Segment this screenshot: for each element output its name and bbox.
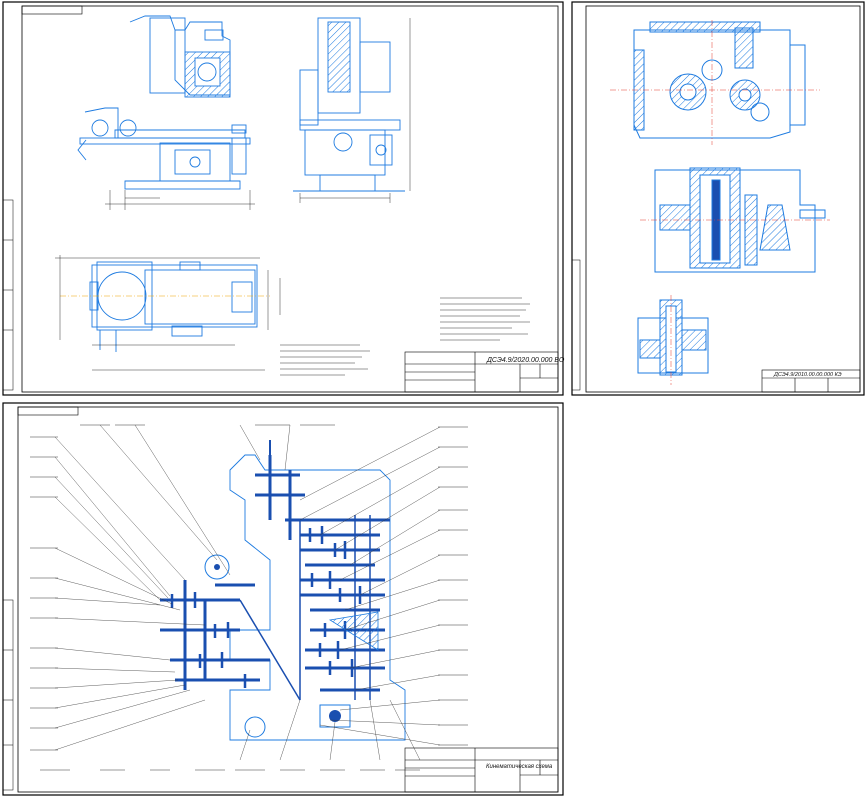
assembly-sheet-code: ДСЭ4.9/2020.00.000 ВО: [487, 357, 565, 364]
sheet-assembly: [2, 1, 564, 396]
title-block-assembly: [404, 351, 559, 393]
title-block-kinematic: [404, 747, 559, 793]
gearbox-section-a: [654, 167, 826, 273]
side-view: [293, 17, 405, 192]
kinematic-gears: [170, 526, 362, 688]
machine-outline: [229, 454, 406, 741]
front-view: [77, 15, 251, 190]
gearbox-sheet-code: ДСЭ4.9/2010.00.00.000 КЭ: [774, 372, 842, 378]
technical-notes: [280, 297, 530, 376]
sheet-gearbox: [571, 1, 865, 396]
label-marks: [30, 424, 468, 771]
sheet-kinematic: [2, 402, 564, 796]
leader-lines: [54, 424, 441, 761]
title-block-gearbox: [761, 369, 861, 393]
gearbox-top-view: [633, 21, 806, 139]
kinematic-sheet-title: Кинематическая схема: [486, 764, 553, 770]
